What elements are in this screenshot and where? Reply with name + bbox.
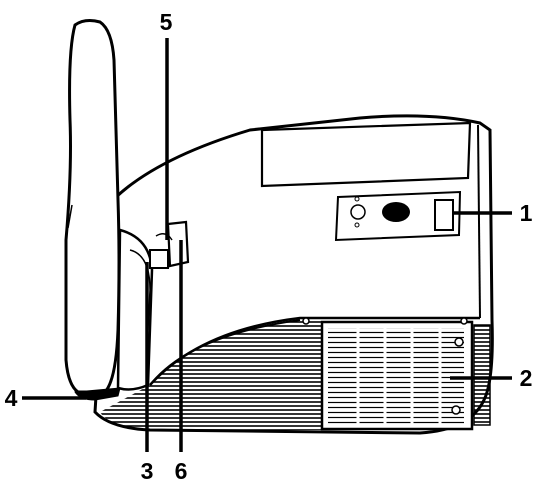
leader-lines: [22, 38, 512, 452]
control-panel: [334, 190, 462, 242]
callout-label-5: 5: [160, 9, 173, 35]
screw-icon: [454, 337, 464, 347]
focus-lever: [149, 220, 190, 269]
screw-icon: [302, 317, 310, 325]
dell-logo-icon: [382, 202, 410, 222]
lower-vent-hatching: [100, 319, 330, 430]
callout-label-6: 6: [175, 458, 188, 484]
indicator-light-icon: [354, 196, 360, 202]
callout-label-2: 2: [520, 365, 533, 391]
callout-labels: 1 2 3 4 5 6: [5, 9, 533, 484]
power-button-icon: [350, 204, 366, 220]
callout-label-1: 1: [520, 200, 533, 226]
screw-icon: [451, 405, 461, 415]
lens-arm: [64, 19, 154, 401]
callout-label-3: 3: [141, 458, 154, 484]
callout-label-4: 4: [5, 385, 18, 411]
vent-grille: [302, 317, 491, 431]
screw-icon: [460, 317, 468, 325]
indicator-light-icon: [354, 222, 360, 228]
